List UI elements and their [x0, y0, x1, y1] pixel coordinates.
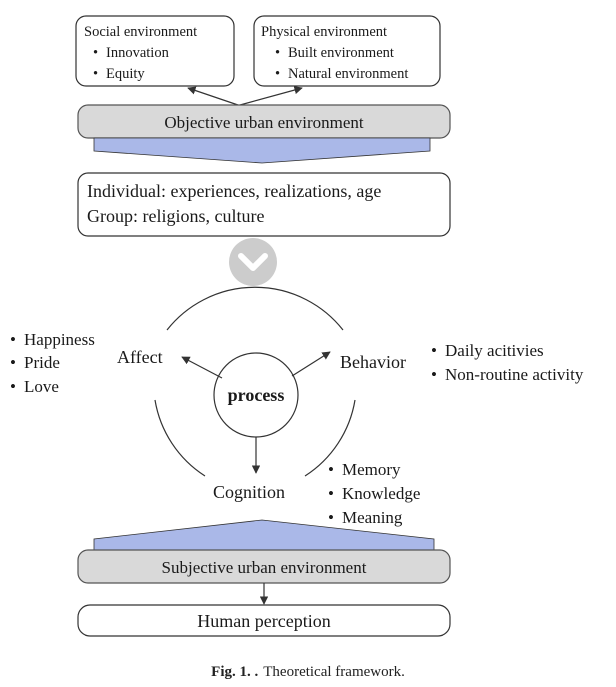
- social-item-equity: Equity: [106, 66, 145, 82]
- figure-caption: Fig. 1. . Theoretical framework.: [211, 664, 405, 680]
- arrow-to-social: [187, 86, 239, 106]
- arrow-to-affect: [181, 356, 223, 379]
- caption-text: Theoretical framework.: [263, 664, 405, 680]
- bullet-dot: •: [10, 330, 16, 349]
- physical-environment-box: Physical environment • Built environment…: [253, 15, 441, 87]
- cognition-item-meaning: Meaning: [342, 508, 403, 527]
- affect-item-love: Love: [24, 377, 59, 396]
- objective-bar-label: Objective urban environment: [164, 113, 363, 132]
- bullet-dot: •: [328, 460, 334, 479]
- cycle-arc-left: [154, 399, 206, 477]
- group-line: Group: religions, culture: [87, 206, 264, 226]
- physical-environment-title: Physical environment: [261, 24, 387, 40]
- objective-urban-environment-bar: Objective urban environment: [77, 104, 451, 139]
- physical-item-built: Built environment: [288, 45, 394, 61]
- bullet-dot: •: [328, 484, 334, 503]
- process-label: process: [228, 385, 285, 405]
- bullet-dot: •: [93, 66, 98, 82]
- bullet-dot: •: [93, 45, 98, 61]
- arrow-to-physical: [239, 85, 303, 106]
- cycle-arc-top: [166, 286, 344, 331]
- bullet-dot: •: [10, 377, 16, 396]
- individual-line: Individual: experiences, realizations, a…: [87, 181, 381, 201]
- subjective-urban-environment-bar: Subjective urban environment: [77, 549, 451, 584]
- process-circle: process: [213, 352, 299, 438]
- behavior-item-daily: Daily acitivies: [445, 341, 544, 360]
- bullet-dot: •: [275, 45, 280, 61]
- behavior-item-non-routine: Non-routine activity: [445, 365, 584, 384]
- chevron-down-icon: [229, 238, 277, 286]
- subjective-bar-label: Subjective urban environment: [162, 558, 367, 577]
- social-item-innovation: Innovation: [106, 45, 170, 61]
- cycle-arc-right: [304, 399, 356, 477]
- bullet-dot: •: [431, 365, 437, 384]
- behavior-label: Behavior: [340, 352, 406, 372]
- behavior-list: • Daily acitivies • Non-routine activity: [431, 341, 584, 384]
- affect-label: Affect: [117, 347, 163, 367]
- social-environment-title: Social environment: [84, 24, 197, 40]
- bullet-dot: •: [431, 341, 437, 360]
- cognition-item-memory: Memory: [342, 460, 401, 479]
- downward-wedge: [93, 137, 431, 164]
- individual-group-box: Individual: experiences, realizations, a…: [77, 172, 451, 237]
- cognition-label: Cognition: [213, 482, 285, 502]
- cognition-list: • Memory • Knowledge • Meaning: [328, 460, 420, 527]
- bullet-dot: •: [328, 508, 334, 527]
- physical-item-natural: Natural environment: [288, 66, 408, 82]
- arrow-to-behavior: [291, 351, 331, 377]
- affect-item-happiness: Happiness: [24, 330, 95, 349]
- social-environment-box: Social environment • Innovation • Equity: [75, 15, 235, 87]
- human-perception-label: Human perception: [197, 611, 330, 631]
- affect-list: • Happiness • Pride • Love: [10, 330, 95, 396]
- human-perception-box: Human perception: [77, 604, 451, 637]
- cognition-item-knowledge: Knowledge: [342, 484, 420, 503]
- affect-item-pride: Pride: [24, 353, 60, 372]
- bullet-dot: •: [10, 353, 16, 372]
- bullet-dot: •: [275, 66, 280, 82]
- caption-label: Fig. 1. .: [211, 664, 258, 680]
